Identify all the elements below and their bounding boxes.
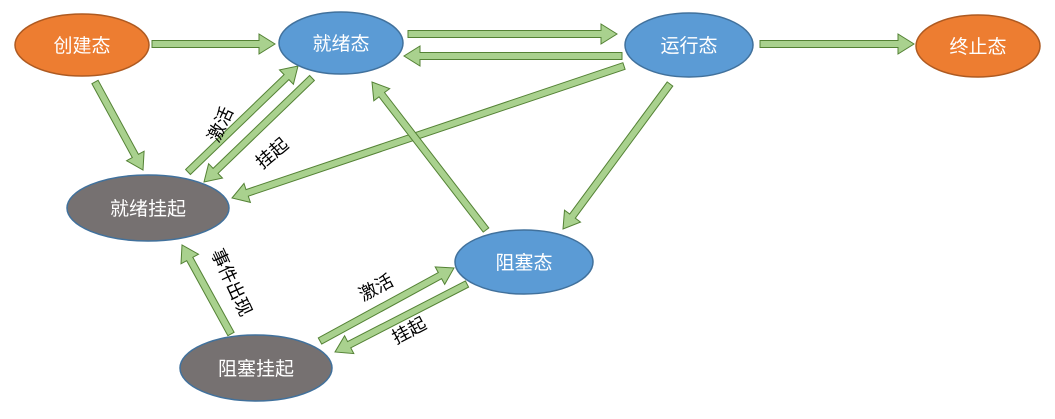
arrow-blocked-to-ready — [371, 81, 490, 233]
node-ready-suspended-shape — [66, 174, 230, 242]
arrow-ready-suspended-to-ready — [184, 65, 299, 176]
node-ready-shape — [278, 11, 404, 75]
arrow-create-to-ready-suspended — [91, 79, 145, 171]
arrow-blocked-suspended-to-blocked — [317, 266, 455, 345]
arrow-blocked-suspended-to-ready-suspended — [180, 244, 235, 337]
node-blocked-suspended-shape — [179, 334, 333, 402]
transition-arrows — [91, 23, 915, 355]
arrow-running-to-ready — [403, 45, 623, 67]
node-terminated-label: 终止态 — [949, 36, 1006, 58]
node-ready-suspended-label: 就绪挂起 — [110, 198, 186, 220]
edge-label-suspend-upper: 挂起 — [252, 134, 293, 173]
node-create-label: 创建态 — [53, 35, 110, 57]
node-blocked-suspended: 阻塞挂起 — [179, 334, 333, 402]
node-running-shape — [624, 12, 754, 78]
arrow-running-to-terminated — [759, 33, 915, 55]
arrow-running-to-ready-suspended — [231, 62, 626, 204]
node-running-label: 运行态 — [660, 35, 717, 57]
node-create-shape — [14, 13, 150, 77]
node-terminated-shape — [915, 14, 1041, 78]
arrow-create-to-ready — [151, 33, 276, 55]
arrow-running-to-blocked — [562, 81, 674, 230]
node-terminated: 终止态 — [915, 14, 1041, 78]
node-running: 运行态 — [624, 12, 754, 78]
node-ready-suspended: 就绪挂起 — [66, 174, 230, 242]
arrow-ready-to-running — [407, 23, 618, 45]
node-blocked: 阻塞态 — [454, 229, 594, 295]
node-blocked-shape — [454, 229, 594, 295]
arrow-ready-to-ready-suspended — [203, 74, 316, 183]
node-blocked-label: 阻塞态 — [495, 252, 552, 274]
node-ready-label: 就绪态 — [312, 33, 369, 55]
node-create: 创建态 — [14, 13, 150, 77]
arrow-blocked-to-blocked-suspended — [334, 280, 470, 355]
node-blocked-suspended-label: 阻塞挂起 — [218, 358, 294, 380]
node-ready: 就绪态 — [278, 11, 404, 75]
